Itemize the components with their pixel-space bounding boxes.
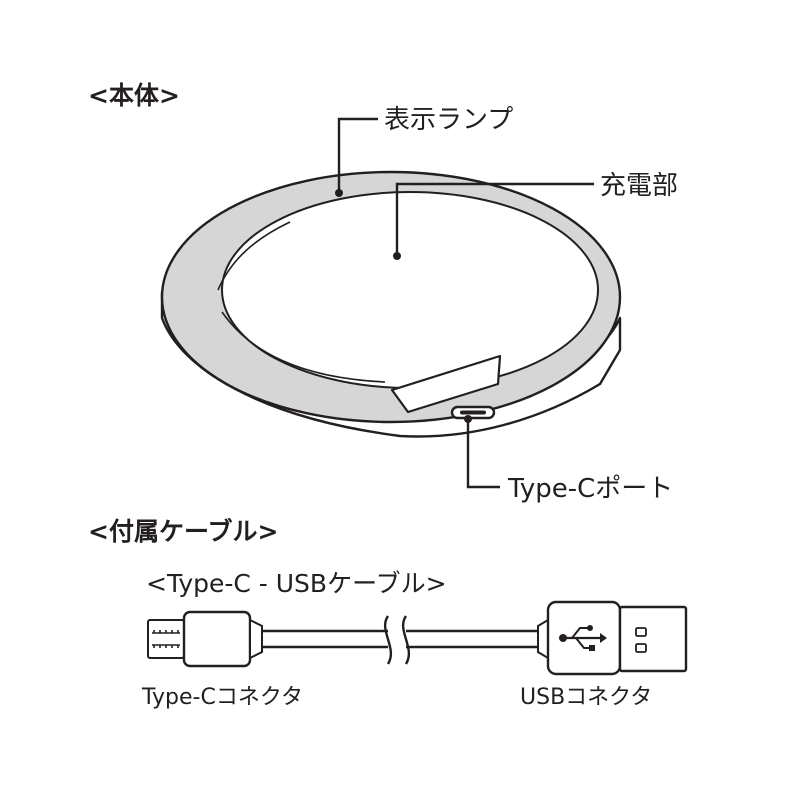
wire-right	[406, 629, 538, 649]
usb-plug-hole-top	[635, 627, 647, 637]
wire-break	[383, 615, 411, 665]
typec-connector-label: Type-Cコネクタ	[141, 685, 303, 710]
cable-heading: <Type-C - USBケーブル>	[146, 569, 447, 598]
usb-symbol-icon	[559, 625, 607, 651]
slot-edge	[221, 311, 386, 383]
charger-pad	[160, 170, 622, 438]
usb-plug-hole-bottom	[635, 643, 647, 653]
accessories-heading: <付属ケーブル>	[88, 517, 278, 546]
ring-slot	[390, 354, 502, 414]
usb-connector-plug	[618, 605, 688, 673]
inner-edge	[217, 221, 291, 291]
callout-typec-port: Type-Cポート	[464, 415, 673, 504]
main-body-heading: <本体>	[88, 81, 180, 110]
indicator-lamp-label: 表示ランプ	[384, 105, 513, 135]
typec-tip-teeth	[153, 630, 179, 648]
typec-port-label: Type-Cポート	[507, 474, 673, 504]
usb-connector-label: USBコネクタ	[520, 685, 652, 710]
charging-area-label: 充電部	[600, 171, 678, 201]
typec-strain-relief	[249, 618, 263, 660]
usb-strain-relief	[537, 618, 549, 660]
callout-indicator-lamp: 表示ランプ	[335, 105, 513, 197]
typec-connector-body	[182, 610, 252, 668]
charging-leader	[395, 182, 594, 256]
wire-left	[262, 629, 388, 649]
lamp-leader	[337, 117, 378, 193]
port-leader	[466, 419, 500, 489]
cable	[147, 600, 688, 676]
typec-port-inner	[460, 410, 486, 415]
callout-charging-area: 充電部	[393, 171, 678, 260]
typec-connector-tip	[147, 619, 185, 659]
